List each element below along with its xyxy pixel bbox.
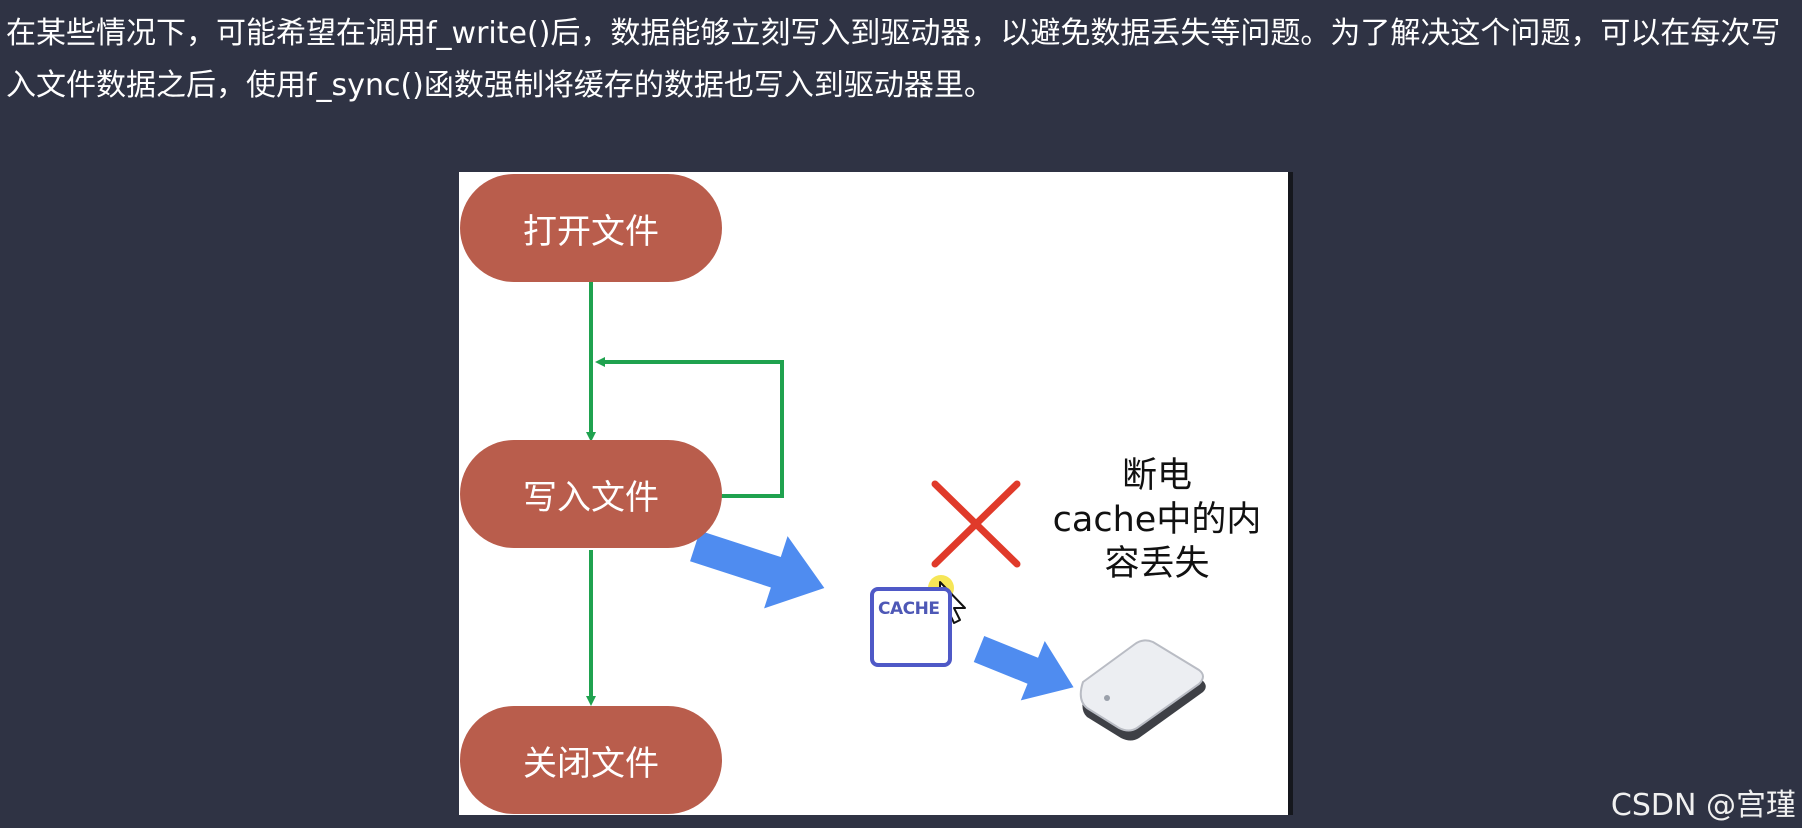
note-line: 容丢失 <box>1104 544 1210 584</box>
red-x-icon <box>931 480 1021 568</box>
blue-arrow-icon <box>690 530 825 609</box>
csdn-watermark: CSDN @宫瑾 <box>1610 788 1796 823</box>
node-close-file: 关闭文件 <box>460 706 722 814</box>
note-line: cache中的内 <box>1052 500 1262 540</box>
node-write-file: 写入文件 <box>460 440 722 548</box>
blue-arrow-icon <box>973 636 1074 701</box>
flow-loop-line <box>595 357 784 498</box>
cache-box: CACHE <box>870 587 952 667</box>
node-open-file: 打开文件 <box>460 174 722 282</box>
cache-label: CACHE <box>878 599 940 619</box>
note-line: 断电 <box>1121 456 1192 496</box>
flowchart-connectors <box>586 280 1206 741</box>
intro-paragraph: 在某些情况下，可能希望在调用f_write()后，数据能够立刻写入到驱动器，以避… <box>6 16 1781 103</box>
power-loss-note: 断电 cache中的内 容丢失 <box>1037 454 1277 586</box>
flowchart-figure: 打开文件 写入文件 关闭文件 CACHE 断电 cache中的内 容丢失 <box>459 172 1293 815</box>
hard-drive-icon <box>1079 639 1206 741</box>
